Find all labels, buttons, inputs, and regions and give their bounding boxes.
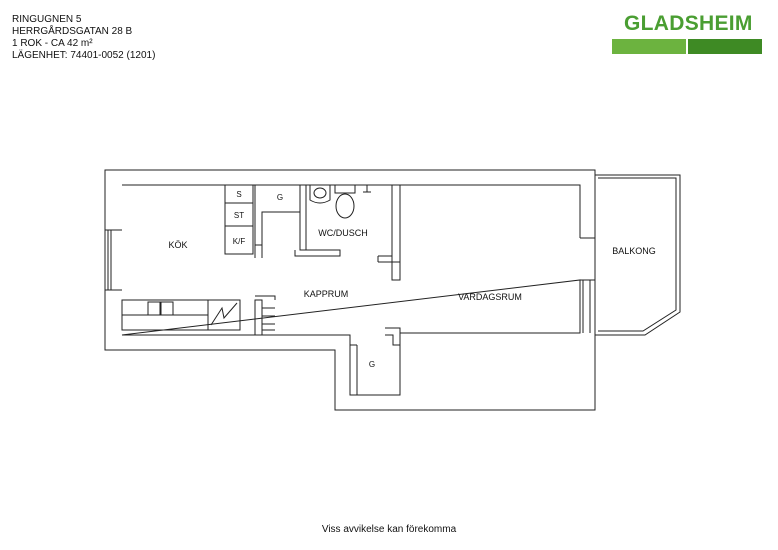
room-label-wc: WC/DUSCH — [318, 228, 368, 238]
logo-bar-light — [612, 39, 686, 54]
room-label-kok: KÖK — [168, 240, 187, 250]
kitchen-sink-right — [160, 301, 174, 316]
room-label-vardagsrum: VARDAGSRUM — [458, 292, 522, 302]
cabinet-kf — [224, 225, 254, 255]
logo-text: GLADSHEIM — [624, 12, 753, 35]
wardrobe-g2-wall — [349, 335, 358, 395]
logo-bar-dark — [688, 39, 762, 54]
kitchen-sink-left — [147, 301, 161, 316]
room-label-g2: G — [369, 360, 375, 369]
cabinet-label-kf: K/F — [233, 237, 246, 246]
door-stub-g2 — [385, 327, 401, 346]
balcony-inner — [598, 177, 677, 332]
gladsheim-logo: GLADSHEIM — [612, 10, 762, 55]
cabinet-label-s: S — [236, 190, 241, 199]
right-window — [580, 237, 595, 333]
sink-icon — [309, 184, 331, 204]
wc-wall-right — [391, 185, 401, 263]
outer-wall — [104, 169, 596, 411]
room-label-g1: G — [277, 193, 283, 202]
balcony-outline — [595, 174, 681, 336]
apartment-number: LÄGENHET: 74401-0052 (1201) — [12, 50, 156, 61]
header-info: RINGUGNEN 5 HERRGÅRDSGATAN 28 B 1 ROK - … — [12, 14, 155, 62]
street-address: HERRGÅRDSGATAN 28 B — [12, 26, 133, 37]
disclaimer: Viss avvikelse kan förekomma — [321, 524, 457, 535]
toilet-tank-icon — [334, 184, 356, 194]
shower-icon — [362, 184, 372, 193]
left-window — [105, 229, 122, 291]
wc-wall-bottom — [294, 249, 341, 257]
sink-bowl-icon — [313, 187, 327, 199]
wc-door-stub — [377, 255, 392, 263]
room-label-kapprum: KAPPRUM — [304, 289, 349, 299]
room-label-balkong: BALKONG — [612, 246, 656, 256]
wardrobe-g1-opening — [254, 245, 263, 258]
cabinet-label-st: ST — [234, 211, 244, 220]
toilet-bowl-icon — [335, 193, 355, 219]
apartment-size: 1 ROK - CA 42 m² — [12, 38, 93, 49]
wc-wall-left — [299, 185, 307, 251]
inner-wall-line — [121, 184, 581, 396]
shelf-unit — [254, 299, 275, 336]
shelf-wall — [255, 295, 276, 300]
property-name: RINGUGNEN 5 — [12, 14, 82, 25]
vardagsrum-wall-stub — [391, 262, 401, 281]
stove-zigzag-icon — [210, 302, 238, 326]
